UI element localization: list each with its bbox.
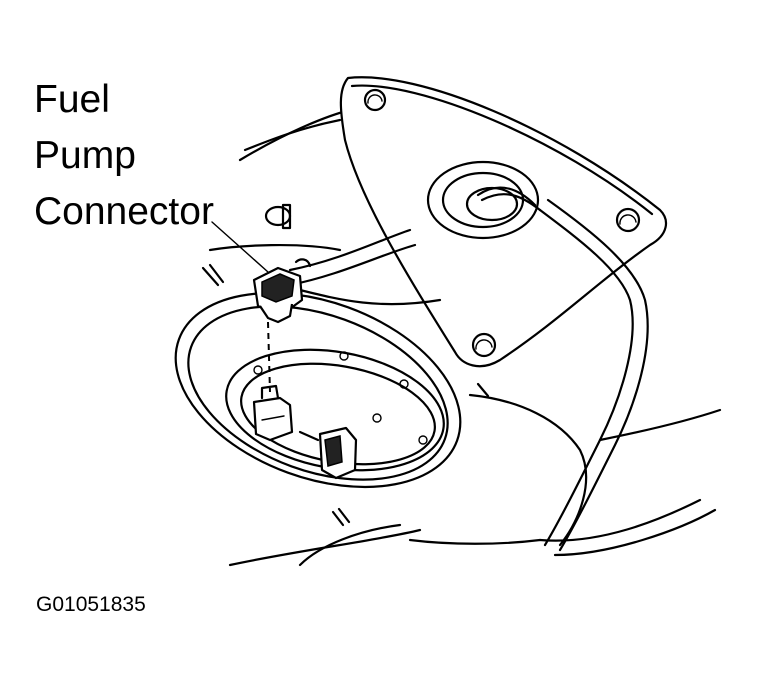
wiring-harness [288, 198, 649, 552]
callout-line: Connector [34, 190, 214, 233]
fuel-tank-opening [174, 291, 462, 489]
mounting-studs [201, 203, 490, 527]
access-cover-plate [339, 76, 668, 368]
callout-leader-line [211, 221, 269, 273]
callout-line: Pump [34, 134, 136, 177]
callout-line: Fuel [34, 78, 110, 121]
pump-module-socket [252, 384, 358, 480]
figure-id: G01051835 [36, 593, 146, 616]
callout-label: Fuel Pump Connector [34, 72, 214, 240]
floor-pan [208, 108, 722, 567]
fuel-pump-connector [252, 258, 312, 393]
